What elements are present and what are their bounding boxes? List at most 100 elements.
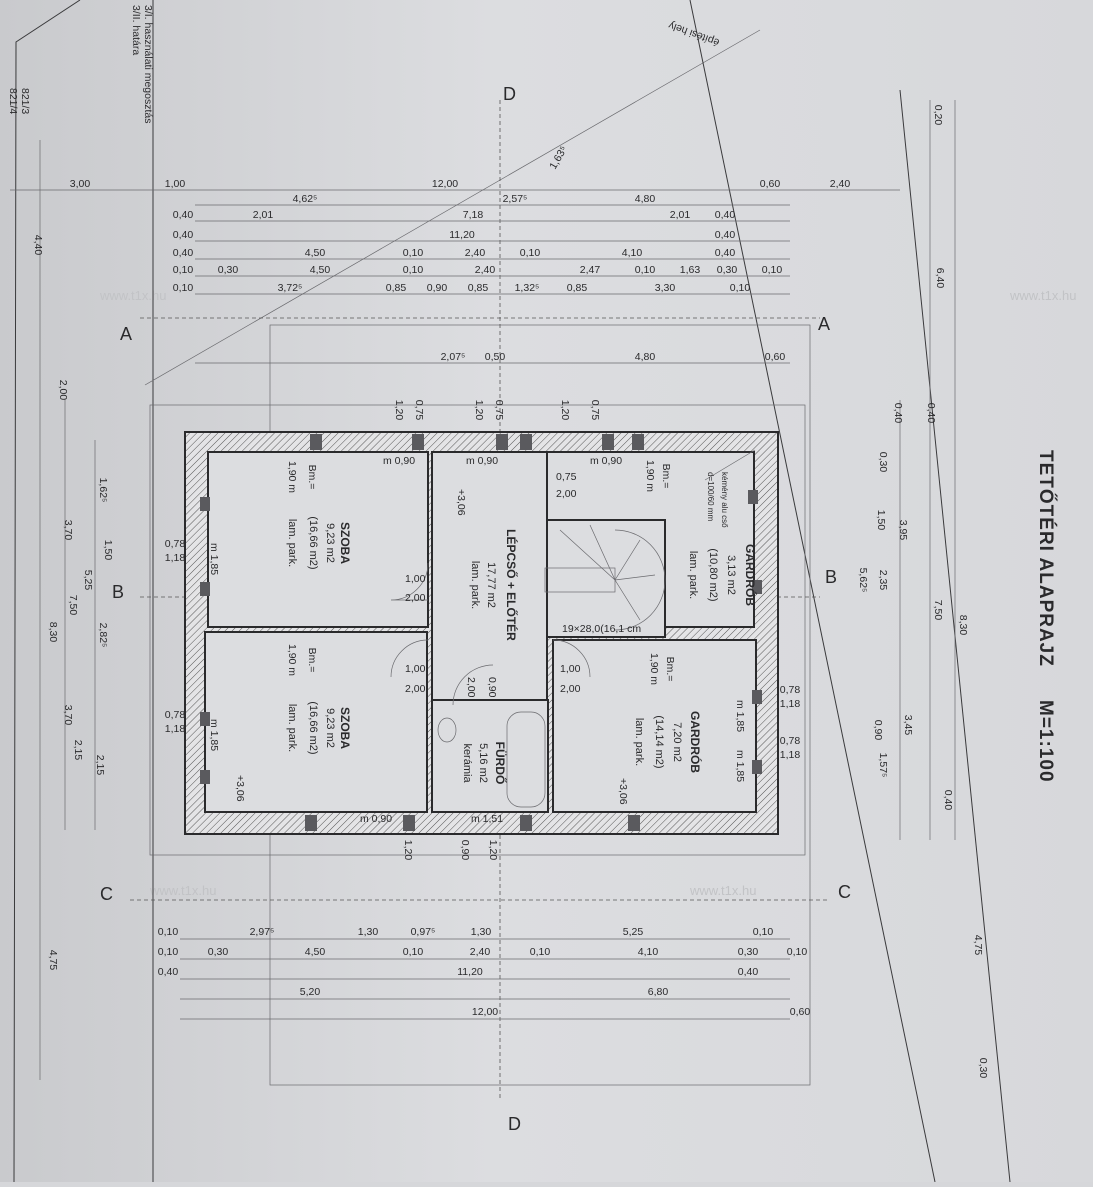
dimension-value: 0,60 — [765, 351, 786, 363]
dimension-value: 0,75 — [589, 400, 601, 421]
dimension-value: 6,40 — [934, 268, 946, 289]
dimension-value: 4,50 — [310, 264, 331, 276]
dimension-value: 4,50 — [305, 946, 326, 958]
parcel-note: 3/II. határa — [130, 5, 142, 55]
dimension-value: 0,90 — [427, 282, 448, 294]
dimension-value: 12,00 — [432, 178, 458, 190]
height-mark: m 1,85 — [208, 719, 220, 751]
room-floor: kerámia — [461, 743, 473, 783]
dimension-value: 0,10 — [158, 946, 179, 958]
dimension-value: 2,40 — [465, 247, 486, 259]
room-floor: lam. park. — [469, 561, 481, 609]
staircase — [546, 519, 666, 638]
dimension-value: 0,40 — [158, 966, 179, 978]
room-area: 3,13 m2 — [725, 555, 737, 595]
headroom-value: 1,90 m — [648, 653, 660, 685]
room-name: GARDRÓB — [743, 544, 758, 606]
dimension-value: 4,80 — [635, 351, 656, 363]
dimension-value: 2,40 — [470, 946, 491, 958]
watermarks: www.t1x.hu www.t1x.hu www.t1x.hu www.t1x… — [99, 288, 1076, 898]
room-floor: lam. park. — [633, 718, 645, 766]
window-height: m 0,90 — [590, 455, 622, 467]
dimension-value: 12,00 — [472, 1006, 498, 1018]
section-marker-a: A — [818, 314, 830, 334]
room-szoba-top — [207, 451, 429, 628]
dimension-value: 0,30 — [218, 264, 239, 276]
dimension-value: 0,10 — [753, 926, 774, 938]
headroom-label: Bm.= — [306, 648, 318, 673]
door-height: 2,00 — [465, 677, 477, 698]
dimension-value: 2,57⁵ — [503, 193, 528, 205]
dimension-value: 1,30 — [358, 926, 379, 938]
dimension-value: 2,00 — [57, 380, 69, 401]
room-floor: lam. park. — [286, 704, 298, 752]
door-width: 0,90 — [486, 677, 498, 698]
dimension-value: 0,40 — [892, 403, 904, 424]
dimension-value: 1,50 — [102, 540, 114, 561]
section-marker-d: D — [508, 1114, 521, 1134]
dimension-value: 2,47 — [580, 264, 601, 276]
dimension-value: 0,10 — [787, 946, 808, 958]
bathtub — [506, 711, 546, 808]
dimension-value: 0,30 — [717, 264, 738, 276]
watermark: www.t1x.hu — [1009, 288, 1076, 303]
section-marker-c: C — [838, 882, 851, 902]
dimension-value: 0,90 — [872, 720, 884, 741]
dimension-value: 0,85 — [386, 282, 407, 294]
dimension-value: 0,20 — [932, 105, 944, 126]
dimension-value: 0,97⁵ — [411, 926, 436, 938]
dimension-value: 3,70 — [62, 520, 74, 541]
dimension-value: 3,45 — [902, 715, 914, 736]
room-szoba-bottom — [204, 631, 428, 813]
dimension-value: 0,10 — [403, 247, 424, 259]
window-height: m 0,90 — [360, 813, 392, 825]
dimension-value: 1,18 — [780, 749, 801, 761]
dimension-value: 4,62⁵ — [293, 193, 318, 205]
dimension-value: 4,50 — [305, 247, 326, 259]
dimension-value: 2,01 — [670, 209, 691, 221]
dimension-value: 1,18 — [780, 698, 801, 710]
dimension-value: 0,50 — [485, 351, 506, 363]
dimension-value: 11,20 — [457, 966, 483, 978]
room-name: SZOBA — [338, 707, 352, 749]
height-mark: m 1,85 — [734, 700, 746, 732]
dimension-value: 2,40 — [830, 178, 851, 190]
headroom-label: Bm.= — [306, 465, 318, 490]
headroom-label: Bm.= — [660, 464, 672, 489]
section-marker-a: A — [120, 324, 132, 344]
dimension-value: 0,75 — [413, 400, 425, 421]
room-floor: lam. park. — [687, 551, 699, 599]
room-area: 17,77 m2 — [485, 562, 497, 608]
dimension-value: 0,78 — [165, 709, 186, 721]
dimension-value: 0,75 — [493, 400, 505, 421]
door-width: 1,00 — [560, 663, 581, 675]
dimension-value: 2,15 — [72, 740, 84, 761]
room-area: 7,20 m2 — [671, 722, 683, 762]
dimension-value: 0,78 — [780, 684, 801, 696]
dimension-value: 0,90 — [459, 840, 471, 861]
wall-columns — [200, 434, 762, 831]
dimension-value: 2,07⁵ — [441, 351, 466, 363]
dimension-value: 0,30 — [738, 946, 759, 958]
height-mark: m 1,85 — [208, 543, 220, 575]
dimension-value: 2,35 — [877, 570, 889, 591]
room-label-szoba-top: SZOBA 9,23 m2 (16,66 m2) lam. park. Bm.=… — [208, 455, 426, 604]
door-width: 1,00 — [405, 573, 426, 585]
dimension-value: 0,10 — [173, 282, 194, 294]
stair-spec: 19×28,0(16,1 cm — [562, 623, 641, 635]
dimension-value: 0,10 — [403, 946, 424, 958]
headroom-value: 1,90 m — [286, 461, 298, 493]
dimension-value: 0,10 — [530, 946, 551, 958]
watermark: www.t1x.hu — [689, 883, 756, 898]
dimension-value: 1,20 — [487, 840, 499, 861]
room-label-gardrob-top: GARDRÓB 3,13 m2 (10,80 m2) lam. park. Bm… — [556, 455, 758, 606]
room-area-total: (10,80 m2) — [707, 548, 719, 601]
headroom-value: 1,90 m — [286, 644, 298, 676]
room-area-total: (16,66 m2) — [307, 516, 319, 569]
dimension-value: 1,18 — [165, 552, 186, 564]
room-area: 9,23 m2 — [324, 708, 336, 748]
dimension-value: 1,18 — [165, 723, 186, 735]
toilet — [437, 717, 457, 743]
dimension-value: 1,20 — [473, 400, 485, 421]
